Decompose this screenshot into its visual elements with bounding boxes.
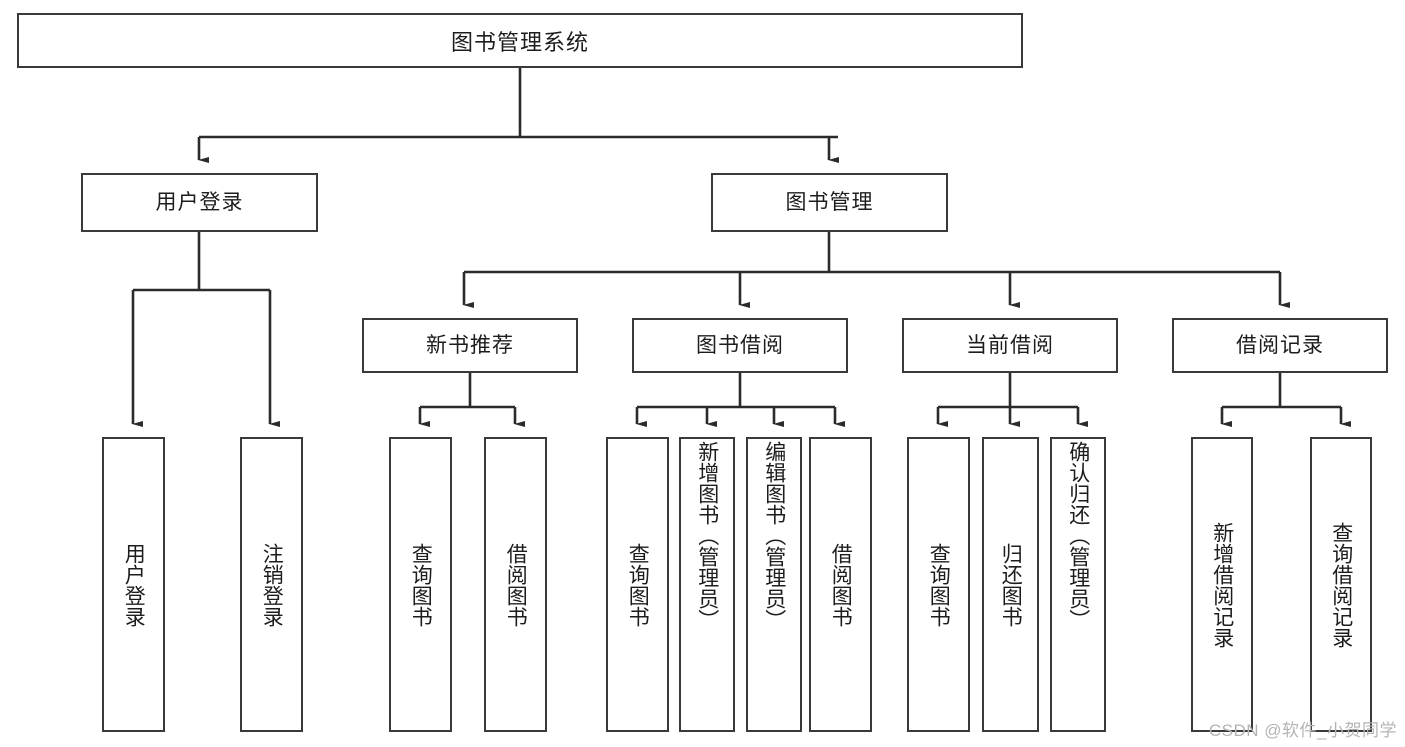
node-leaf-return-book[interactable]: 归还图书 xyxy=(982,437,1039,732)
node-leaf-edit-book[interactable]: 编辑图书（管理员） xyxy=(746,437,802,732)
watermark-text: CSDN @软件_小贺同学 xyxy=(1208,721,1397,740)
node-leaf-borrow-book-rec[interactable]: 借阅图书 xyxy=(484,437,547,732)
node-user-login-label: 用户登录 xyxy=(155,190,244,214)
node-leaf-confirm-return-label: 确认归还（管理员） xyxy=(1066,441,1090,630)
node-leaf-edit-book-label: 编辑图书（管理员） xyxy=(762,441,786,630)
node-leaf-query-record-label: 查询借阅记录 xyxy=(1329,521,1353,648)
node-leaf-borrow-book[interactable]: 借阅图书 xyxy=(809,437,872,732)
node-leaf-borrow-book-label: 借阅图书 xyxy=(829,542,853,627)
node-leaf-query-book-rec[interactable]: 查询图书 xyxy=(389,437,452,732)
node-leaf-confirm-return[interactable]: 确认归还（管理员） xyxy=(1050,437,1106,732)
node-current-borrow-label: 当前借阅 xyxy=(966,333,1054,357)
node-leaf-return-book-label: 归还图书 xyxy=(999,542,1023,627)
node-leaf-query-book-current-label: 查询图书 xyxy=(927,542,951,627)
node-current-borrow[interactable]: 当前借阅 xyxy=(902,318,1118,373)
node-leaf-borrow-book-rec-label: 借阅图书 xyxy=(504,542,528,627)
node-borrow-record[interactable]: 借阅记录 xyxy=(1172,318,1388,373)
node-leaf-add-record[interactable]: 新增借阅记录 xyxy=(1191,437,1253,732)
node-new-book-rec-label: 新书推荐 xyxy=(426,333,514,357)
node-leaf-user-login-label: 用户登录 xyxy=(122,542,146,627)
node-borrow-record-label: 借阅记录 xyxy=(1236,333,1324,357)
node-leaf-add-record-label: 新增借阅记录 xyxy=(1210,521,1234,648)
node-leaf-add-book-label: 新增图书（管理员） xyxy=(695,441,719,630)
node-book-borrow[interactable]: 图书借阅 xyxy=(632,318,848,373)
node-new-book-rec[interactable]: 新书推荐 xyxy=(362,318,578,373)
node-root-label: 图书管理系统 xyxy=(450,29,589,55)
node-user-login[interactable]: 用户登录 xyxy=(81,173,318,232)
node-leaf-query-record[interactable]: 查询借阅记录 xyxy=(1310,437,1372,732)
node-book-manage[interactable]: 图书管理 xyxy=(711,173,948,232)
node-leaf-user-logout[interactable]: 注销登录 xyxy=(240,437,303,732)
node-leaf-user-logout-label: 注销登录 xyxy=(260,542,284,627)
node-leaf-query-book-borrow-label: 查询图书 xyxy=(626,542,650,627)
node-leaf-query-book-borrow[interactable]: 查询图书 xyxy=(606,437,669,732)
node-leaf-query-book-rec-label: 查询图书 xyxy=(409,542,433,627)
node-book-manage-label: 图书管理 xyxy=(785,190,874,214)
node-book-borrow-label: 图书借阅 xyxy=(696,333,784,357)
node-leaf-query-book-current[interactable]: 查询图书 xyxy=(907,437,970,732)
node-root[interactable]: 图书管理系统 xyxy=(17,13,1023,68)
node-leaf-add-book[interactable]: 新增图书（管理员） xyxy=(679,437,735,732)
node-leaf-user-login[interactable]: 用户登录 xyxy=(102,437,165,732)
